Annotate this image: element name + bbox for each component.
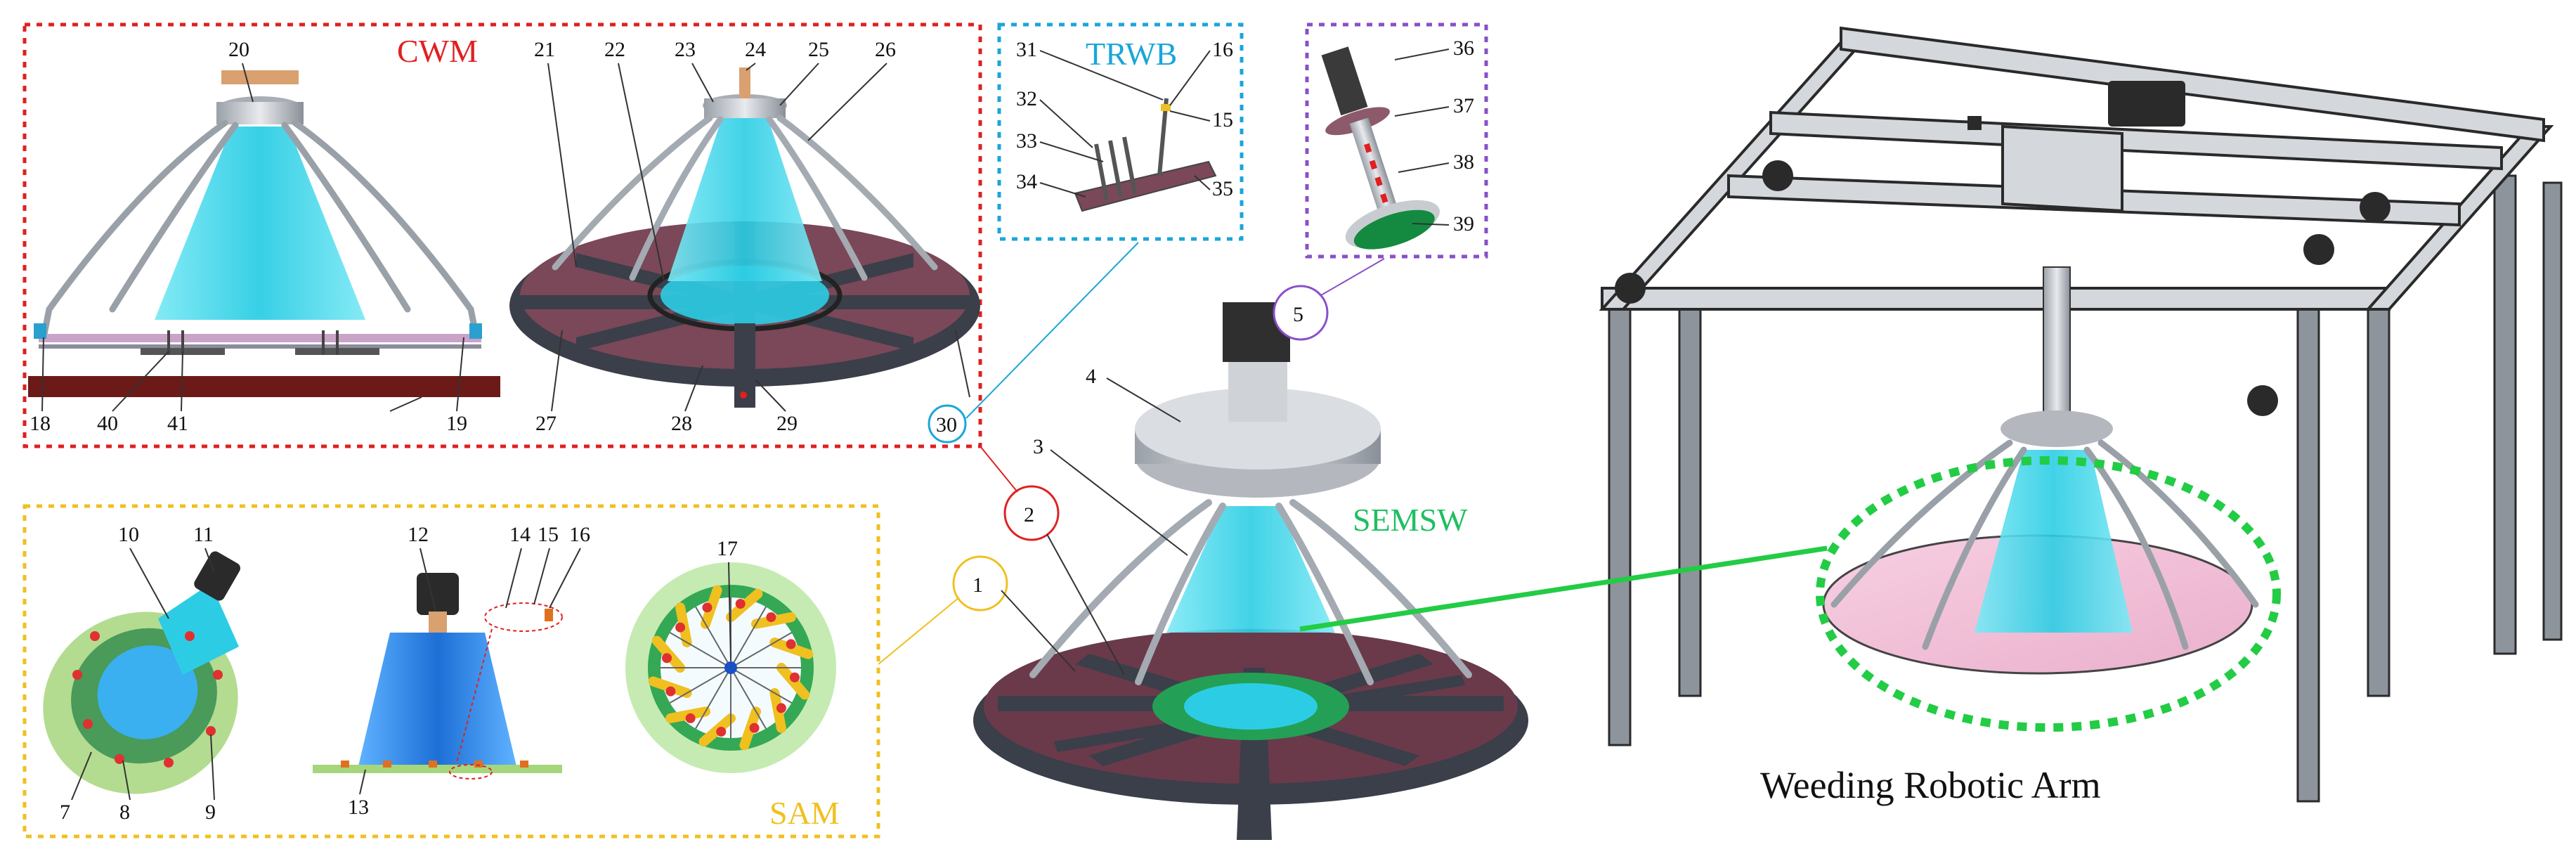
svg-text:38: 38 <box>1453 150 1474 174</box>
trwb-labels: 31 32 33 34 16 15 35 <box>1016 38 1233 200</box>
sam-bolt <box>685 713 696 723</box>
svg-text:20: 20 <box>228 38 249 61</box>
callout-circle-29 <box>928 404 967 444</box>
sam-spoke <box>669 632 731 668</box>
sam-bolt <box>702 602 713 613</box>
svg-text:5: 5 <box>1293 303 1303 326</box>
svg-text:10: 10 <box>118 523 139 546</box>
sam-panel: SAM <box>22 504 880 839</box>
svg-text:4: 4 <box>1086 365 1096 388</box>
cwm-leaders <box>41 63 970 412</box>
svg-text:31: 31 <box>1016 38 1037 61</box>
svg-text:1: 1 <box>972 574 983 597</box>
sam-labels: 10 11 7 8 9 12 13 14 15 16 17 <box>60 523 738 824</box>
svg-text:25: 25 <box>808 38 829 61</box>
sam-spoke <box>695 667 731 730</box>
cwm-iso-view <box>509 67 980 408</box>
svg-text:32: 32 <box>1016 87 1037 110</box>
sam-bolt <box>665 686 676 697</box>
sam-bolt <box>716 726 727 737</box>
sam-bolt <box>766 612 776 623</box>
svg-text:9: 9 <box>205 801 216 824</box>
sam-leaders <box>71 548 731 801</box>
svg-text:21: 21 <box>534 38 555 61</box>
svg-text:39: 39 <box>1453 212 1474 235</box>
robotic-arm-frame <box>1599 26 2563 803</box>
sam-top-view <box>625 562 836 773</box>
svg-text:23: 23 <box>675 38 696 61</box>
semsw-assembly: 5 4 3 SEMSW <box>973 285 1528 840</box>
drive-labels: 36 37 38 39 <box>1453 37 1474 235</box>
svg-text:14: 14 <box>509 523 531 546</box>
svg-text:2: 2 <box>1024 503 1034 526</box>
sam-bolt <box>786 639 796 649</box>
sam-bolt <box>662 653 672 664</box>
drive-panel: 36 37 38 39 <box>1305 22 1488 259</box>
sam-bolt <box>776 703 786 713</box>
svg-text:40: 40 <box>97 412 118 435</box>
svg-text:24: 24 <box>745 38 766 61</box>
svg-text:15: 15 <box>538 523 559 546</box>
sam-bolt <box>735 599 746 609</box>
svg-text:26: 26 <box>875 38 896 61</box>
svg-text:7: 7 <box>60 801 70 824</box>
svg-text:13: 13 <box>348 796 369 819</box>
svg-text:41: 41 <box>167 412 188 435</box>
callout-circles: 2 1 <box>952 485 1060 612</box>
svg-text:28: 28 <box>671 412 692 435</box>
svg-text:37: 37 <box>1453 94 1474 117</box>
svg-text:15: 15 <box>1212 108 1233 131</box>
sam-spoke <box>695 606 731 668</box>
svg-text:19: 19 <box>446 412 467 435</box>
sam-spoke <box>730 632 793 668</box>
svg-text:33: 33 <box>1016 129 1037 153</box>
svg-text:11: 11 <box>193 523 214 546</box>
cwm-side-view <box>28 70 500 397</box>
arm-caption: Weeding Robotic Arm <box>1760 764 2101 806</box>
svg-text:18: 18 <box>30 412 51 435</box>
drive-leaders <box>1394 48 1450 226</box>
sam-spoke <box>730 606 767 668</box>
svg-text:35: 35 <box>1212 177 1233 200</box>
trwb-title: TRWB <box>1086 36 1177 72</box>
sam-iso-view <box>43 551 240 794</box>
svg-text:29: 29 <box>776 412 798 435</box>
sam-title: SAM <box>769 795 840 831</box>
cwm-panel: CWM <box>22 22 982 448</box>
trwb-panel: TRWB 31 32 33 34 16 15 35 <box>997 22 1244 241</box>
svg-text:16: 16 <box>569 523 590 546</box>
sam-spoke <box>730 667 793 704</box>
svg-text:36: 36 <box>1453 37 1474 60</box>
sam-bolt <box>675 622 686 633</box>
link-line <box>1299 545 1828 632</box>
svg-text:3: 3 <box>1033 435 1043 458</box>
sam-side-view <box>313 573 563 779</box>
sam-spoke <box>669 667 731 704</box>
trwb-leaders <box>1039 50 1211 198</box>
semsw-title: SEMSW <box>1353 502 1468 538</box>
svg-text:34: 34 <box>1016 170 1037 193</box>
sam-bolt <box>789 672 800 682</box>
svg-text:16: 16 <box>1212 38 1233 61</box>
callout-links <box>878 242 1385 675</box>
svg-text:17: 17 <box>717 537 738 560</box>
svg-text:27: 27 <box>535 412 557 435</box>
cwm-title: CWM <box>397 33 478 69</box>
svg-text:12: 12 <box>408 523 429 546</box>
svg-text:30: 30 <box>936 413 957 436</box>
sam-bolt <box>749 723 760 733</box>
svg-text:8: 8 <box>119 801 130 824</box>
cwm-labels: 20 18 19 40 41 21 22 23 24 25 26 27 28 2… <box>30 38 896 435</box>
sam-spoke <box>730 667 767 730</box>
svg-text:22: 22 <box>604 38 625 61</box>
